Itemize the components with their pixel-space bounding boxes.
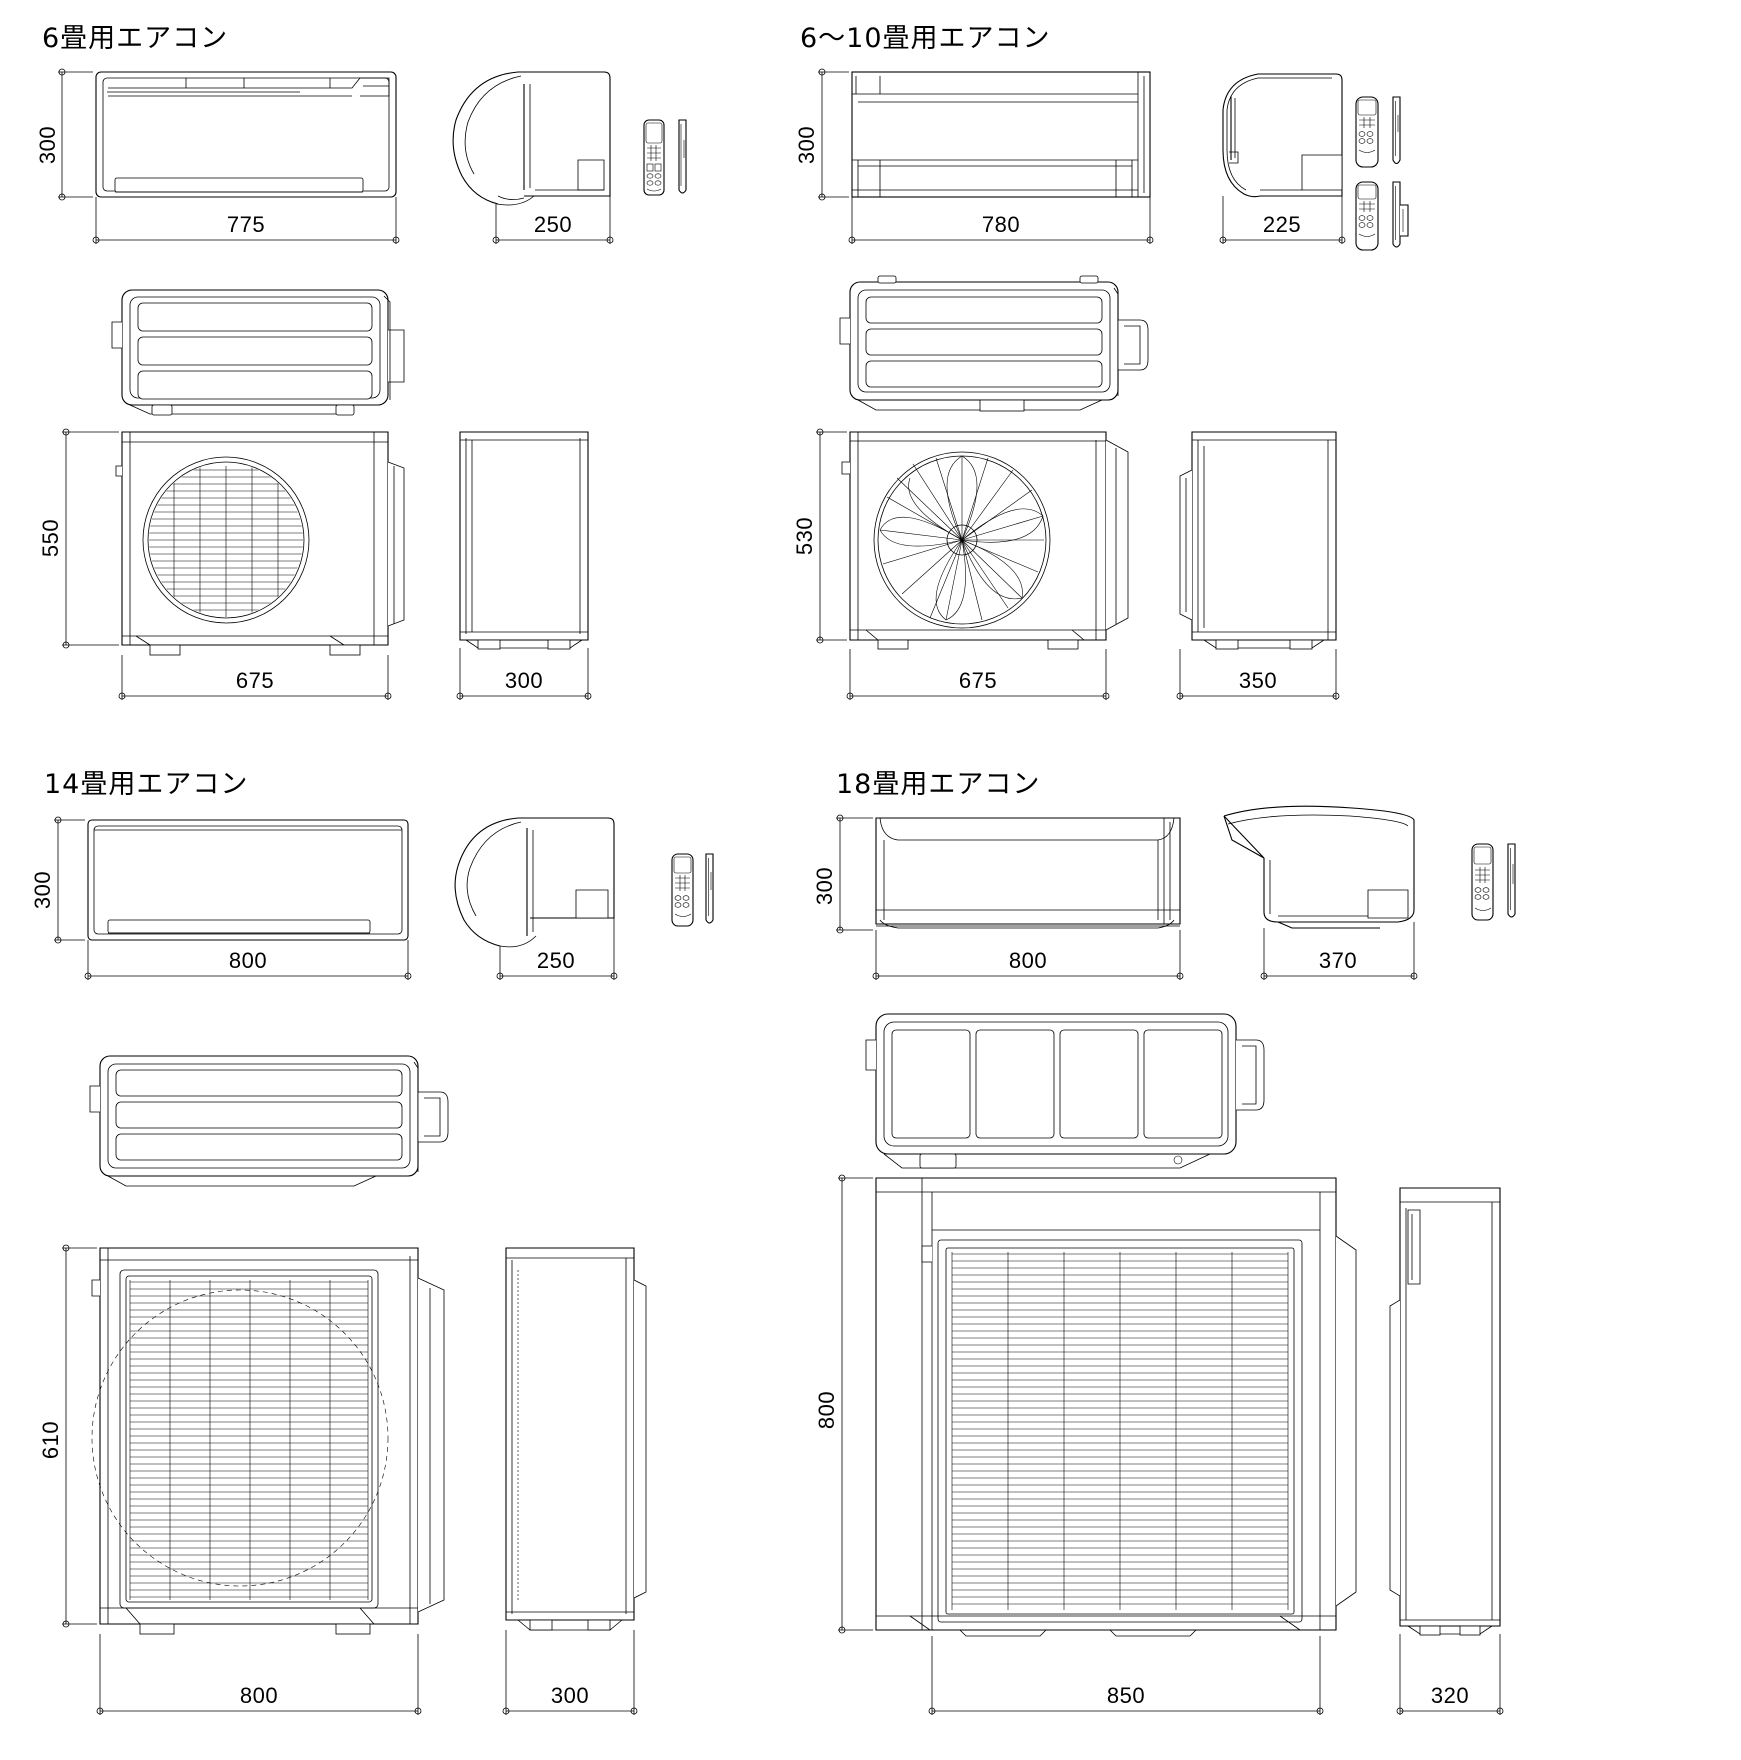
quadrant-title-18-tatami: 18畳用エアコン [836, 769, 1041, 800]
dim-label-outdoor-height-6: 550 [38, 519, 63, 557]
remote-control-side-18 [1507, 843, 1516, 918]
dim-indoor-depth-18 [1260, 922, 1418, 980]
outdoor-unit-top-view-610 [839, 275, 1149, 412]
dim-label-outdoor-width-18: 850 [1107, 1683, 1145, 1708]
dim-label-indoor-depth-6: 250 [534, 212, 572, 237]
dim-outdoor-depth-14 [502, 1630, 638, 1715]
dim-label-outdoor-depth-18: 320 [1431, 1683, 1469, 1708]
drawing-14-tatami: 300 800 [30, 816, 714, 1715]
drawing-6-tatami: 300 775 [35, 68, 687, 700]
dim-label-indoor-height-6: 300 [35, 126, 60, 164]
dim-label-indoor-depth-610: 225 [1263, 212, 1301, 237]
outdoor-unit-top-view-14 [89, 1055, 449, 1187]
drawing-18-tatami: 300 800 [812, 805, 1516, 1715]
indoor-unit-side-view-6 [452, 71, 611, 206]
dim-label-indoor-height-610: 300 [794, 126, 819, 164]
remote-control-side-14 [705, 853, 714, 924]
outdoor-unit-side-view-6 [459, 431, 589, 650]
remote-control-front-610-a [1355, 96, 1379, 168]
outdoor-unit-top-view-18 [865, 1013, 1265, 1169]
outdoor-unit-side-view-610 [1179, 431, 1337, 650]
dim-outdoor-depth-6 [456, 648, 592, 700]
dim-outdoor-depth-610 [1176, 649, 1340, 700]
dim-label-outdoor-width-6: 675 [236, 668, 274, 693]
dim-outdoor-width-18 [928, 1636, 1324, 1715]
dim-outdoor-depth-18 [1396, 1634, 1504, 1715]
dim-indoor-height-6 [58, 68, 93, 201]
dim-indoor-depth-6 [492, 196, 614, 244]
outdoor-unit-front-view-14 [91, 1247, 445, 1635]
indoor-unit-front-view-6 [95, 71, 397, 198]
dim-outdoor-height-14 [62, 1244, 97, 1628]
dim-indoor-width-14 [84, 940, 412, 980]
dim-label-indoor-width-18: 800 [1009, 948, 1047, 973]
dim-indoor-width-6 [92, 197, 400, 244]
dim-label-outdoor-width-610: 675 [959, 668, 997, 693]
dim-outdoor-height-18 [838, 1174, 873, 1634]
quadrant-title-6-tatami: 6畳用エアコン [42, 23, 229, 54]
dim-label-outdoor-depth-14: 300 [551, 1683, 589, 1708]
dim-outdoor-width-610 [846, 649, 1110, 700]
dim-label-outdoor-depth-6: 300 [505, 668, 543, 693]
dim-label-indoor-depth-18: 370 [1319, 948, 1357, 973]
quadrant-6-10-tatami: 6〜10畳用エアコン [780, 0, 1741, 740]
outdoor-unit-front-view-610 [841, 431, 1129, 650]
dim-label-outdoor-height-610: 530 [792, 517, 817, 555]
dim-label-indoor-depth-14: 250 [537, 948, 575, 973]
grille-slats-18 [951, 1252, 1289, 1610]
dim-label-indoor-width-14: 800 [229, 948, 267, 973]
quadrant-title-14-tatami: 14畳用エアコン [44, 769, 249, 800]
dim-outdoor-width-6 [118, 655, 392, 700]
remote-control-front-610-b [1355, 181, 1379, 251]
outdoor-unit-side-view-18 [1389, 1187, 1501, 1636]
indoor-unit-side-view-18 [1223, 805, 1415, 929]
quadrant-6-tatami: 6畳用エアコン 3 [0, 0, 780, 740]
dim-outdoor-height-610 [816, 428, 847, 644]
indoor-unit-side-view-610 [1222, 73, 1343, 198]
dim-indoor-height-18 [836, 814, 873, 934]
remote-control-side-610-b [1392, 181, 1409, 248]
fan-grille-610 [873, 451, 1051, 629]
outdoor-unit-side-view-14 [505, 1247, 647, 1631]
outdoor-unit-front-view-18 [875, 1177, 1357, 1637]
quadrant-14-tatami: 14畳用エアコン 300 [0, 740, 780, 1760]
indoor-unit-front-view-610 [851, 71, 1151, 198]
dim-label-indoor-height-14: 300 [30, 871, 55, 909]
dim-label-indoor-width-610: 780 [982, 212, 1020, 237]
dim-indoor-depth-14 [496, 918, 618, 980]
quadrant-18-tatami: 18畳用エアコン 300 [780, 740, 1741, 1760]
drawing-6-10-tatami: 300 780 [792, 68, 1409, 700]
dim-label-indoor-height-18: 300 [812, 867, 837, 905]
grille-slats-14 [129, 1280, 369, 1600]
indoor-unit-front-view-14 [87, 819, 409, 941]
quadrant-title-6-10-tatami: 6〜10畳用エアコン [800, 23, 1051, 54]
dim-indoor-width-18 [872, 930, 1184, 980]
dim-label-outdoor-width-14: 800 [240, 1683, 278, 1708]
indoor-unit-side-view-14 [454, 817, 615, 948]
dim-label-indoor-width-6: 775 [227, 212, 265, 237]
dim-outdoor-width-14 [96, 1634, 422, 1715]
outdoor-unit-top-view-6 [111, 289, 405, 416]
dim-indoor-width-610 [848, 197, 1154, 244]
outdoor-unit-front-view-6 [115, 431, 405, 656]
dim-indoor-height-14 [54, 816, 85, 944]
indoor-unit-front-view-18 [875, 817, 1181, 929]
dim-outdoor-height-6 [62, 428, 119, 649]
dim-indoor-height-610 [818, 68, 849, 201]
dim-label-outdoor-depth-610: 350 [1239, 668, 1277, 693]
dim-label-outdoor-height-14: 610 [38, 1421, 63, 1459]
remote-control-front-14 [671, 853, 694, 927]
dim-indoor-depth-610 [1219, 196, 1346, 244]
remote-control-side-610-a [1392, 96, 1401, 165]
remote-control-front-18 [1471, 843, 1494, 921]
remote-control-front-6 [643, 119, 665, 196]
dim-label-outdoor-height-18: 800 [814, 1391, 839, 1429]
remote-control-side-6 [678, 119, 687, 194]
